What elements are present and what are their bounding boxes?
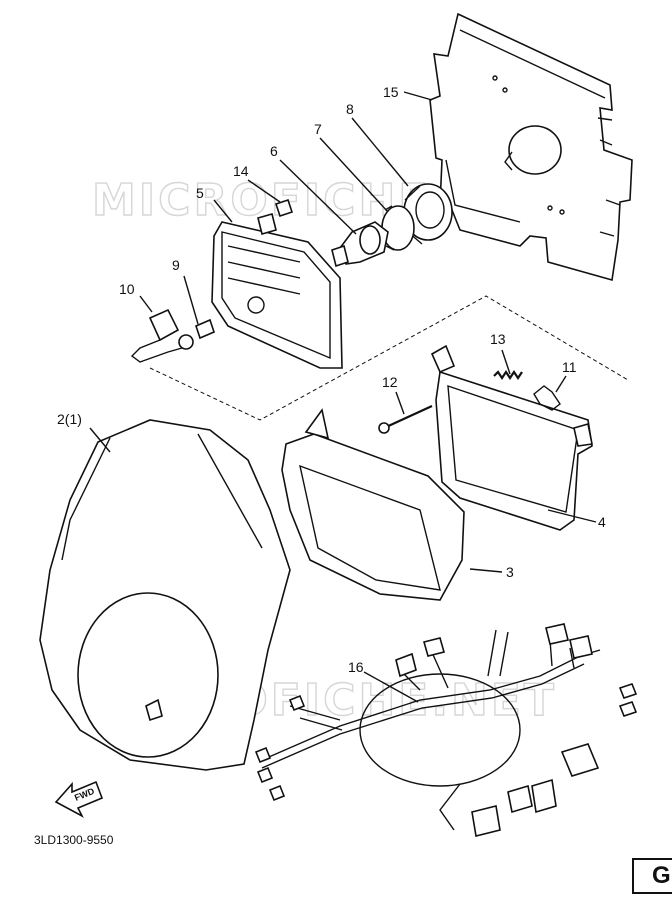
part-12-screw xyxy=(378,405,433,434)
part-6-bulb xyxy=(331,221,389,268)
callout-8: 8 xyxy=(346,101,354,117)
part-9-grommet xyxy=(195,318,215,340)
callout-12: 12 xyxy=(382,374,398,390)
part-7-bulb-cover xyxy=(381,205,415,251)
callout-11: 11 xyxy=(562,359,577,375)
part-10-lead-wire xyxy=(130,308,194,363)
diagram-code: 3LD1300-9550 xyxy=(34,833,114,847)
fwd-arrow-icon: FWD xyxy=(54,780,104,818)
callout-3: 3 xyxy=(506,564,514,580)
callout-4: 4 xyxy=(598,514,606,530)
part-15-bracket-plate xyxy=(429,12,633,282)
part-14-nut xyxy=(274,198,294,218)
page-tag: G xyxy=(632,858,672,894)
part-11-adjuster xyxy=(533,385,561,411)
callout-15: 15 xyxy=(383,84,399,100)
part-4-headlight-rim xyxy=(430,344,593,531)
callout-9: 9 xyxy=(172,257,180,273)
part-5-headlight-unit xyxy=(211,213,343,369)
callout-5: 5 xyxy=(196,185,204,201)
callout-14: 14 xyxy=(233,163,249,179)
callout-16: 16 xyxy=(348,659,364,675)
part-8-socket xyxy=(403,183,453,245)
leader-lines xyxy=(89,91,597,703)
part-13-spring xyxy=(493,370,523,380)
part-3-inner-housing xyxy=(281,408,465,601)
part-2-front-cowl xyxy=(39,419,291,771)
callout-6: 6 xyxy=(270,143,278,159)
part-16-wire-harness xyxy=(254,623,638,837)
callout-2: 2(1) xyxy=(57,411,82,427)
callout-7: 7 xyxy=(314,121,322,137)
callout-13: 13 xyxy=(490,331,506,347)
callout-10: 10 xyxy=(119,281,135,297)
